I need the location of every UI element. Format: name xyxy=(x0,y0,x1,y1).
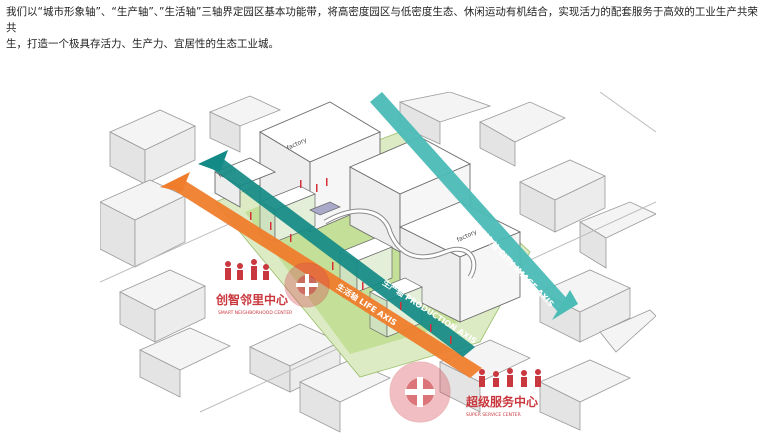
activity-markers xyxy=(250,178,452,344)
masterplan-diagram: factory factory factory 生活轴 L xyxy=(99,91,657,433)
masterplan-figure: factory factory factory 生活轴 L xyxy=(99,91,657,440)
super-service-center: 超级服务中心 SUPER SERVICE CENTER xyxy=(389,361,541,423)
elevated-walkway xyxy=(323,208,477,279)
context-buildings xyxy=(99,91,657,433)
caption-line-1: 我们以“城市形象轴”、“生产轴”、”生活轴”三轴界定园区基本功能带，将高密度园区… xyxy=(6,6,758,34)
smart-neighborhood-center: 创智邻里中心 SMART NEIGHBORHOOD CENTER xyxy=(215,259,330,316)
super-center-cn: 超级服务中心 xyxy=(465,394,538,409)
smart-center-en: SMART NEIGHBORHOOD CENTER xyxy=(218,310,292,316)
caption-line-2: 生，打造一个极具存活力、生产力、宜居性的生态工业城。 xyxy=(6,38,279,50)
smart-center-cn: 创智邻里中心 xyxy=(215,292,288,307)
people-icon xyxy=(479,368,541,387)
factory-building-east: factory xyxy=(398,201,522,323)
super-center-en: SUPER SERVICE CENTER xyxy=(466,412,521,418)
people-icon xyxy=(225,259,269,280)
caption: 我们以“城市形象轴”、“生产轴”、”生活轴”三轴界定园区基本功能带，将高密度园区… xyxy=(6,4,758,52)
